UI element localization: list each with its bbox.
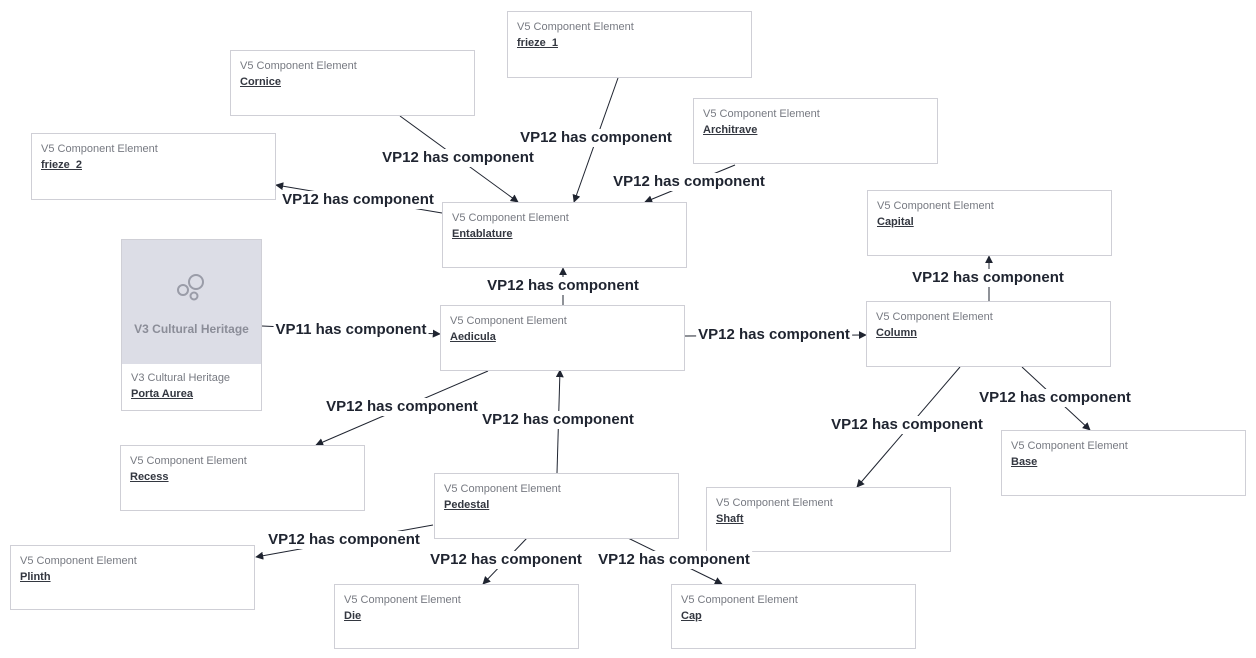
node-pedestal[interactable]: V5 Component Element Pedestal [434, 473, 679, 539]
node-label-column[interactable]: Column [876, 327, 917, 339]
node-type: V5 Component Element [703, 108, 820, 120]
node-label-porta-aurea[interactable]: Porta Aurea [131, 388, 193, 400]
edge-label-frieze1-entablature: VP12 has component [518, 129, 674, 147]
node-type: V5 Component Element [130, 455, 247, 467]
node-type: V3 Cultural Heritage [131, 372, 231, 384]
edge-label-pedestal-plinth: VP12 has component [266, 531, 422, 549]
node-label-pedestal[interactable]: Pedestal [444, 499, 490, 511]
node-capital[interactable]: V5 Component Element Capital [867, 190, 1112, 256]
heritage-thumbnail: V3 Cultural Heritage [122, 240, 261, 364]
edge-label-pedestal-cap: VP12 has component [596, 551, 752, 569]
edge-label-column-shaft: VP12 has component [829, 416, 985, 434]
node-type: V5 Component Element [716, 497, 833, 509]
node-entablature[interactable]: V5 Component Element Entablature [442, 202, 687, 268]
node-frieze-2[interactable]: V5 Component Element frieze_2 [31, 133, 276, 200]
node-type: V5 Component Element [877, 200, 994, 212]
bubbles-icon [177, 274, 204, 301]
edge-label-column-base: VP12 has component [977, 389, 1133, 407]
node-frieze-1[interactable]: V5 Component Element frieze_1 [507, 11, 752, 78]
edge-label-heritage-aedicula: VP11 has component [273, 321, 429, 339]
node-base[interactable]: V5 Component Element Base [1001, 430, 1246, 496]
edge-label-aedicula-column: VP12 has component [696, 326, 852, 344]
node-label-shaft[interactable]: Shaft [716, 513, 744, 525]
node-label-frieze-1[interactable]: frieze_1 [517, 37, 558, 49]
node-type: V5 Component Element [20, 555, 137, 567]
node-label-base[interactable]: Base [1011, 456, 1038, 468]
node-cornice[interactable]: V5 Component Element Cornice [230, 50, 475, 116]
edge-label-pedestal-die: VP12 has component [428, 551, 584, 569]
node-label-frieze-2[interactable]: frieze_2 [41, 159, 82, 171]
node-recess[interactable]: V5 Component Element Recess [120, 445, 365, 511]
node-label-capital[interactable]: Capital [877, 216, 914, 228]
node-type: V5 Component Element [452, 212, 569, 224]
node-label-entablature[interactable]: Entablature [452, 228, 513, 240]
node-type: V5 Component Element [240, 60, 357, 72]
node-type: V5 Component Element [344, 594, 461, 606]
node-shaft[interactable]: V5 Component Element Shaft [706, 487, 951, 552]
node-label-aedicula[interactable]: Aedicula [450, 331, 496, 343]
node-type: V5 Component Element [450, 315, 567, 327]
heritage-thumbnail-title: V3 Cultural Heritage [134, 322, 249, 336]
node-label-plinth[interactable]: Plinth [20, 571, 51, 583]
node-type: V5 Component Element [681, 594, 798, 606]
node-type: V5 Component Element [444, 483, 561, 495]
node-column[interactable]: V5 Component Element Column [866, 301, 1111, 367]
node-cultural-heritage[interactable]: V3 Cultural Heritage V3 Cultural Heritag… [121, 239, 262, 411]
edge-label-aedicula-recess: VP12 has component [324, 398, 480, 416]
node-type: V5 Component Element [1011, 440, 1128, 452]
node-type: V5 Component Element [876, 311, 993, 323]
node-label-architrave[interactable]: Architrave [703, 124, 758, 136]
node-label-cornice[interactable]: Cornice [240, 76, 281, 88]
edge-label-aedicula-entablature: VP12 has component [485, 277, 641, 295]
edge-label-cornice-entablature: VP12 has component [380, 149, 536, 167]
node-architrave[interactable]: V5 Component Element Architrave [693, 98, 938, 164]
node-type: V5 Component Element [517, 21, 634, 33]
node-die[interactable]: V5 Component Element Die [334, 584, 579, 649]
edge-label-pedestal-aedicula: VP12 has component [480, 411, 636, 429]
node-label-die[interactable]: Die [344, 610, 362, 622]
edge-label-architrave-entablature: VP12 has component [611, 173, 767, 191]
node-label-cap[interactable]: Cap [681, 610, 702, 622]
node-aedicula[interactable]: V5 Component Element Aedicula [440, 305, 685, 371]
node-label-recess[interactable]: Recess [130, 471, 169, 483]
edge-label-entablature-frieze2: VP12 has component [280, 191, 436, 209]
edge-label-column-capital: VP12 has component [910, 269, 1066, 287]
node-cap[interactable]: V5 Component Element Cap [671, 584, 916, 649]
node-type: V5 Component Element [41, 143, 158, 155]
node-plinth[interactable]: V5 Component Element Plinth [10, 545, 255, 610]
